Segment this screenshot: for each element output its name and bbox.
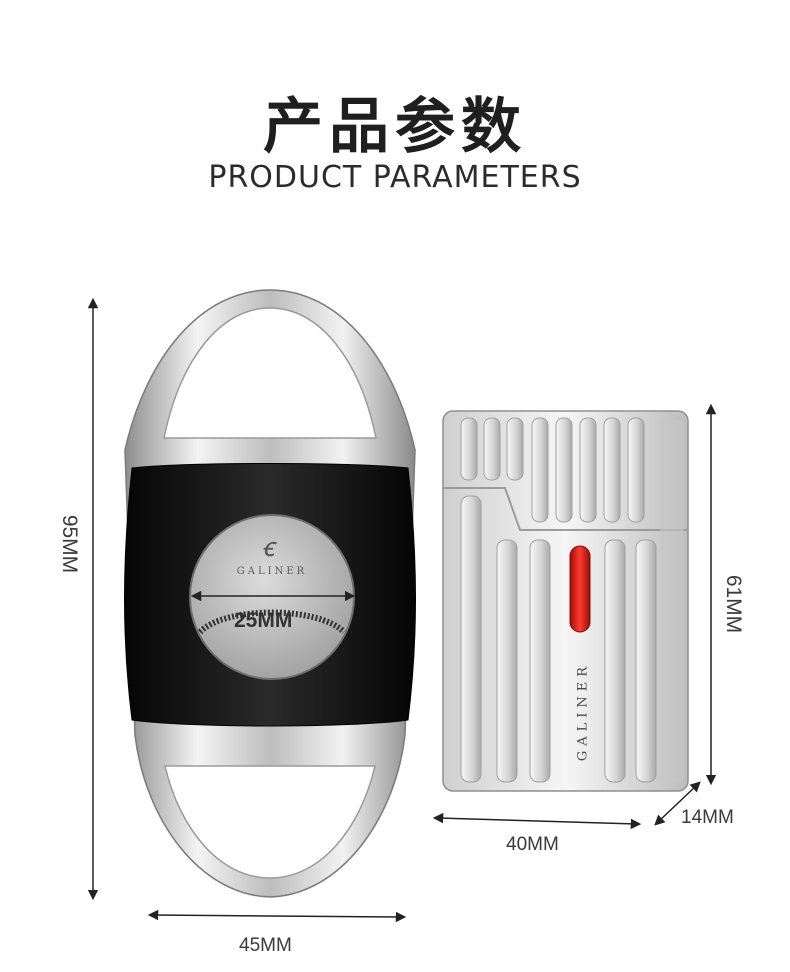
cigar-cutter: ꞓ [124,289,416,898]
blade-width-label: 25MM [234,609,293,632]
cutter-width-label: 45MM [239,935,292,956]
cutter-height-label: 95MM [58,514,81,574]
cutter-brand-text: GALINER [236,566,308,577]
lighter-width-label: 40MM [506,834,559,855]
lighter-side-face [660,420,684,782]
cutter-blade-edge [197,609,347,635]
title-chinese: 产品参数 [263,92,527,162]
cutter-bottom-hole [164,765,376,879]
lighter-depth-label: 14MM [681,807,734,828]
cutter-top-hole [163,307,377,439]
lighter-height-label: 61MM [722,574,745,634]
cutter-width-arrow [147,909,407,923]
lighter-lid-line [443,487,688,531]
title-english: PRODUCT PARAMETERS [208,160,582,195]
lighter-top-ribs [460,417,645,523]
lighter-width-arrow [432,812,642,830]
lighter-depth-arrow [654,781,701,826]
cutter-logo-icon: ꞓ [262,533,278,563]
lighter-brand-text: GALINER [575,661,591,762]
lighter [442,410,689,792]
lighter-bottom-ribs [460,495,657,783]
lighter-red-button [569,545,591,633]
